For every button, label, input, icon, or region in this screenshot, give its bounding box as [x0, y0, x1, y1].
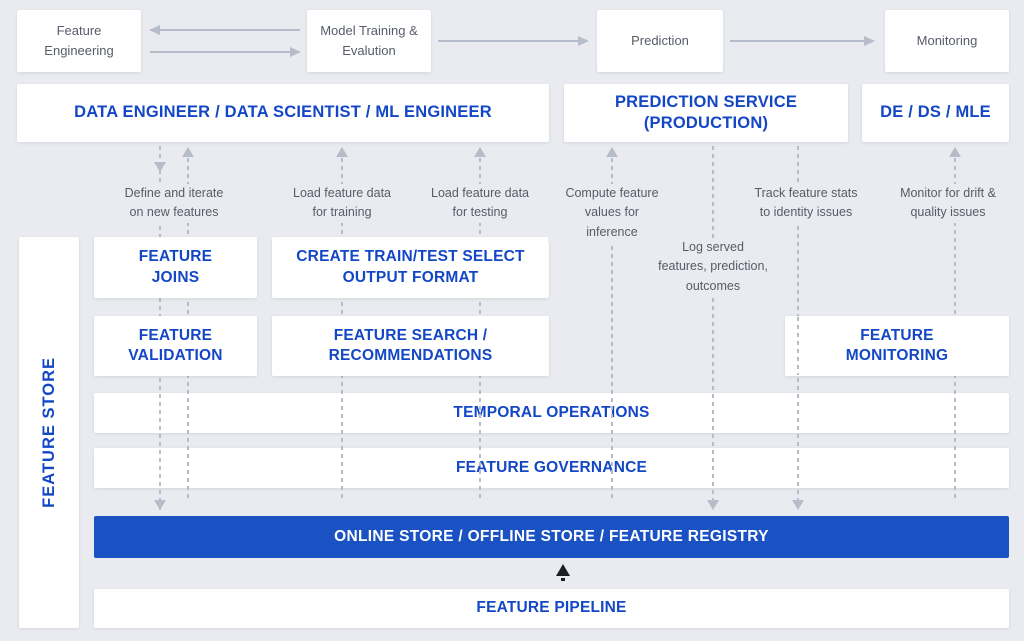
box-online-offline-store: ONLINE STORE / OFFLINE STORE / FEATURE R… [94, 516, 1009, 558]
arrow-engineering-to-training [150, 47, 301, 57]
flow-label-log-served: Log served features, prediction, outcome… [634, 238, 792, 297]
arrow-right-icon [864, 36, 875, 46]
arrow-left-icon [149, 25, 160, 35]
flow-label-inference: Compute feature values for inference [548, 184, 676, 243]
box-feature-joins-label: FEATURE JOINS [138, 248, 213, 286]
feature-store-sidebar-label: FEATURE STORE [39, 357, 58, 508]
node-prediction-label: Prediction [631, 32, 689, 48]
arrow-up-icon [606, 147, 618, 157]
box-feature-validation: FEATURE VALIDATION [94, 316, 257, 376]
arrow-right-icon [578, 36, 589, 46]
box-feature-governance-label: FEATURE GOVERNANCE [455, 458, 648, 476]
arrow-up-icon [336, 147, 348, 157]
pipeline-up-arrow-icon [556, 564, 570, 576]
flow-label-training: Load feature data for training [276, 184, 408, 223]
feature-store-sidebar: FEATURE STORE [19, 237, 79, 628]
arrow-down-icon [707, 500, 719, 510]
flow-label-define: Define and iterate on new features [105, 184, 243, 223]
node-monitoring: Monitoring [885, 10, 1009, 72]
box-feature-governance: FEATURE GOVERNANCE [94, 448, 1009, 488]
node-prediction: Prediction [597, 10, 723, 72]
box-feature-search: FEATURE SEARCH / RECOMMENDATIONS [272, 316, 549, 376]
box-feature-monitoring-label: FEATURE MONITORING [845, 326, 949, 364]
arrow-down-icon [792, 500, 804, 510]
box-feature-pipeline: FEATURE PIPELINE [94, 589, 1009, 628]
pipeline-up-arrow-dot [561, 578, 565, 581]
dashed-connector-track-overlay [797, 317, 799, 375]
arrow-up-icon [949, 147, 961, 157]
dashed-connector-log [712, 146, 714, 500]
arrow-right-icon [290, 47, 301, 57]
persona-data-engineer-label: DATA ENGINEER / DATA SCIENTIST / ML ENGI… [74, 103, 492, 122]
node-model-training: Model Training & Evalution [307, 10, 431, 72]
arrow-down-icon [154, 500, 166, 510]
box-temporal-operations: TEMPORAL OPERATIONS [94, 393, 1009, 433]
arrow-training-to-engineering [149, 25, 300, 35]
box-temporal-operations-label: TEMPORAL OPERATIONS [453, 403, 650, 421]
box-feature-joins: FEATURE JOINS [94, 237, 257, 298]
arrow-up-icon [474, 147, 486, 157]
persona-de-ds-mle-label: DE / DS / MLE [880, 103, 991, 122]
box-create-train-test: CREATE TRAIN/TEST SELECT OUTPUT FORMAT [272, 237, 549, 298]
arrow-up-icon [182, 147, 194, 157]
arrow-prediction-to-monitoring [730, 36, 875, 46]
node-model-training-label: Model Training & Evalution [320, 22, 418, 58]
box-feature-validation-label: FEATURE VALIDATION [128, 326, 223, 364]
box-create-train-test-label: CREATE TRAIN/TEST SELECT OUTPUT FORMAT [296, 248, 525, 286]
persona-de-ds-mle-bar: DE / DS / MLE [862, 84, 1009, 142]
flow-label-monitor-drift: Monitor for drift & quality issues [874, 184, 1022, 223]
persona-prediction-service-bar: PREDICTION SERVICE (PRODUCTION) [564, 84, 848, 142]
flow-label-testing: Load feature data for testing [414, 184, 546, 223]
persona-prediction-service-label: PREDICTION SERVICE (PRODUCTION) [614, 92, 798, 132]
node-feature-engineering-label: Feature Engineering [44, 22, 114, 58]
box-online-offline-store-label: ONLINE STORE / OFFLINE STORE / FEATURE R… [334, 528, 769, 545]
arrow-training-to-prediction [438, 36, 589, 46]
persona-data-engineer-bar: DATA ENGINEER / DATA SCIENTIST / ML ENGI… [17, 84, 549, 142]
arrow-down-icon [154, 162, 166, 172]
box-feature-search-label: FEATURE SEARCH / RECOMMENDATIONS [328, 326, 493, 364]
flow-label-track-stats: Track feature stats to identity issues [731, 184, 881, 223]
node-monitoring-label: Monitoring [916, 32, 978, 48]
box-feature-pipeline-label: FEATURE PIPELINE [476, 599, 627, 617]
node-feature-engineering: Feature Engineering [17, 10, 141, 72]
box-feature-monitoring: FEATURE MONITORING [785, 316, 1009, 376]
dashed-connector-inference [611, 158, 613, 500]
